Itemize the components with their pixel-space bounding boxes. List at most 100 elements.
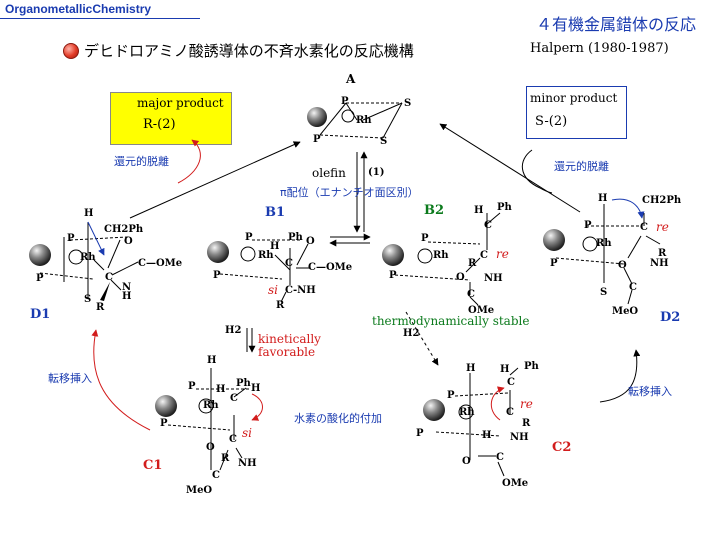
kinetic-label: kinetically favorable bbox=[258, 332, 321, 359]
si-face-label: si bbox=[242, 426, 252, 440]
atom-label: P bbox=[213, 270, 221, 281]
species-label-d2: D2 bbox=[660, 310, 681, 325]
atom-label: S bbox=[404, 98, 412, 109]
atom-label: C bbox=[629, 282, 637, 293]
complex-c1-drawing bbox=[155, 368, 263, 471]
atom-label: MeO bbox=[186, 485, 213, 496]
atom-label: S bbox=[380, 136, 388, 147]
species-label-a: A bbox=[346, 72, 356, 86]
species-label-c2: C2 bbox=[552, 440, 572, 455]
complex-d2-drawing bbox=[543, 198, 661, 305]
atom-label: O bbox=[618, 260, 627, 271]
re-face-label: re bbox=[520, 397, 533, 411]
topic-title: ４有機金属錯体の反応 bbox=[536, 15, 697, 34]
atom-label: Ph bbox=[524, 361, 539, 372]
atom-label: H bbox=[251, 383, 261, 394]
atom-label: P bbox=[341, 96, 349, 107]
bullet-icon bbox=[63, 43, 79, 59]
atom-label: C bbox=[212, 470, 220, 481]
header-rule bbox=[0, 18, 200, 19]
major-product-box: major product R-(2) bbox=[110, 92, 232, 145]
atom-label: R bbox=[522, 418, 531, 429]
atom-label: C bbox=[230, 393, 238, 404]
major-product-value: R-(2) bbox=[143, 117, 176, 132]
atom-label: MeO bbox=[612, 306, 639, 317]
atom-label: Rh bbox=[203, 400, 219, 411]
atom-label: O bbox=[462, 456, 471, 467]
header-bar bbox=[0, 0, 719, 22]
atom-label: P bbox=[421, 233, 429, 244]
atom-label: H bbox=[500, 364, 510, 375]
atom-label: P bbox=[550, 258, 558, 269]
atom-label: O bbox=[456, 272, 465, 283]
si-face-label: si bbox=[268, 283, 278, 297]
minor-product-label: minor product bbox=[530, 91, 618, 105]
atom-label: H bbox=[474, 205, 484, 216]
reductive-elim-left-label: 還元的脱離 bbox=[114, 155, 169, 168]
atom-label: O bbox=[306, 236, 315, 247]
atom-label: C bbox=[484, 220, 492, 231]
atom-label: Rh bbox=[433, 250, 449, 261]
complex-c2-drawing bbox=[423, 367, 519, 477]
atom-label: C—OMe bbox=[308, 262, 353, 273]
atom-label: C bbox=[496, 452, 504, 463]
atom-label: Rh bbox=[596, 238, 612, 249]
atom-label: P bbox=[36, 273, 44, 284]
atom-label: H bbox=[122, 291, 132, 302]
atom-label: S bbox=[600, 287, 608, 298]
atom-label: CH2Ph bbox=[104, 224, 144, 235]
atom-label: C bbox=[105, 272, 113, 283]
atom-label: C bbox=[640, 222, 648, 233]
atom-label: Rh bbox=[80, 252, 96, 263]
minor-product-value: S-(2) bbox=[535, 114, 568, 129]
atom-label: S bbox=[84, 294, 92, 305]
atom-label: C bbox=[506, 407, 514, 418]
re-face-label: re bbox=[656, 220, 669, 234]
atom-label: C bbox=[507, 377, 515, 388]
atom-label: NH bbox=[238, 458, 257, 469]
complex-b1-drawing bbox=[207, 239, 310, 303]
atom-label: R bbox=[96, 302, 105, 313]
complex-d1-drawing bbox=[29, 221, 139, 301]
atom-label: Rh bbox=[258, 250, 274, 261]
page-title: デヒドロアミノ酸誘導体の不斉水素化の反応機構 bbox=[84, 42, 414, 60]
atom-label: NH bbox=[650, 258, 669, 269]
atom-label: C bbox=[229, 434, 237, 445]
atom-label: R bbox=[221, 453, 230, 464]
complex-a-drawing bbox=[307, 102, 403, 139]
atom-label: P bbox=[447, 390, 455, 401]
species-label-d1: D1 bbox=[30, 307, 51, 322]
atom-label: H bbox=[216, 384, 226, 395]
atom-label: P bbox=[313, 134, 321, 145]
atom-label: H bbox=[270, 241, 280, 252]
atom-label: R bbox=[276, 300, 285, 311]
atom-label: O bbox=[124, 236, 133, 247]
atom-label: NH bbox=[510, 432, 529, 443]
major-product-label: major product bbox=[137, 96, 224, 110]
olefin-label: olefin bbox=[312, 166, 346, 180]
insertion-left-label: 転移挿入 bbox=[48, 372, 92, 385]
atom-label: C bbox=[480, 250, 488, 261]
re-face-label: re bbox=[496, 247, 509, 261]
complex-b2-drawing bbox=[382, 212, 501, 306]
h2-right-label: H2 bbox=[403, 328, 420, 339]
atom-label: C-NH bbox=[285, 285, 316, 296]
atom-label: H bbox=[482, 430, 492, 441]
atom-label: C bbox=[285, 258, 293, 269]
pi-coordination-label: π配位（エナンチオ面区別） bbox=[280, 186, 419, 199]
atom-label: P bbox=[245, 232, 253, 243]
atom-label: P bbox=[416, 428, 424, 439]
atom-label: C—OMe bbox=[138, 258, 183, 269]
species-label-c1: C1 bbox=[143, 458, 163, 473]
atom-label: O bbox=[206, 442, 215, 453]
atom-label: Ph bbox=[236, 378, 251, 389]
atom-label: NH bbox=[484, 273, 503, 284]
atom-label: C bbox=[467, 289, 475, 300]
atom-label: CH2Ph bbox=[642, 195, 682, 206]
oxidative-add-label: 水素の酸化的付加 bbox=[294, 412, 382, 425]
atom-label: P bbox=[160, 418, 168, 429]
atom-label: H bbox=[466, 363, 476, 374]
atom-label: P bbox=[389, 270, 397, 281]
atom-label: OMe bbox=[502, 478, 529, 489]
